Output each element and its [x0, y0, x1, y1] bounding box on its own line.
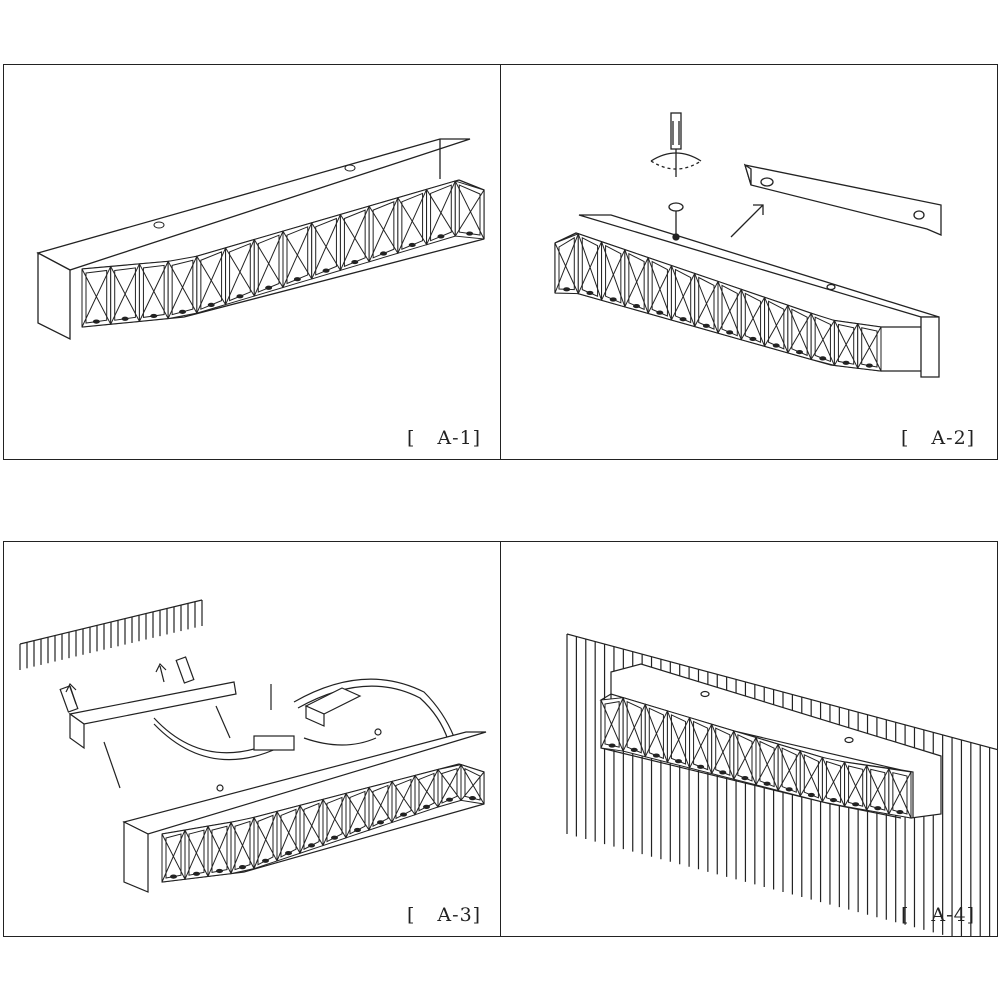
- arrow-icon: [730, 204, 764, 238]
- crystal-cell: [414, 768, 439, 816]
- crystal-cell: [866, 764, 890, 815]
- crystal-cell: [322, 792, 347, 847]
- fixture-drawing-a4: [566, 633, 997, 936]
- crystal-cell: [689, 716, 713, 775]
- arrow-icon: [65, 662, 167, 705]
- crystal-cell: [253, 810, 278, 870]
- crystal-cell: [833, 319, 859, 369]
- crystal-cell: [670, 264, 696, 328]
- crystal-cell: [764, 296, 789, 354]
- crystal-cell: [253, 230, 284, 297]
- crystal-cell: [644, 703, 668, 764]
- crystal-cell: [601, 241, 626, 308]
- mounting-hole: [672, 233, 680, 241]
- crystal-cell: [577, 233, 603, 301]
- crystal-cell: [138, 260, 169, 322]
- crystal-cell: [717, 280, 742, 341]
- crystal-cell: [225, 238, 255, 306]
- crystal-cell: [821, 756, 846, 807]
- crystal-cell: [733, 730, 757, 786]
- crystal-cell: [740, 288, 766, 347]
- crystal-cell: [844, 761, 868, 811]
- step-panel-a3: [A-3]: [3, 541, 503, 937]
- crystal-cell: [391, 774, 416, 824]
- crystal-cell: [368, 197, 399, 263]
- wall-anchor-icon: [59, 656, 195, 713]
- crystal-cells: [554, 233, 882, 372]
- terminal-block: [253, 735, 295, 751]
- ceiling-hatch: [19, 600, 203, 670]
- crystal-cell: [345, 786, 370, 839]
- step-label-a3: [A-3]: [407, 904, 482, 926]
- crystal-cell: [81, 265, 112, 328]
- crystal-cell: [600, 697, 624, 752]
- crystal-cell: [554, 233, 579, 295]
- fixture-drawing-a3: [19, 599, 487, 893]
- mounting-bracket: [68, 681, 237, 750]
- crystal-cell: [311, 213, 341, 280]
- crystal-cell: [437, 764, 462, 808]
- mounting-hole: [844, 736, 854, 744]
- crystal-cells: [81, 180, 485, 328]
- crystal-cell: [196, 247, 227, 314]
- crystal-cell: [161, 829, 186, 883]
- crystal-cell: [888, 768, 912, 819]
- crystal-cell: [787, 304, 812, 361]
- crystal-cell: [426, 180, 456, 246]
- crystal-cell: [622, 696, 646, 758]
- crystal-cell: [857, 323, 882, 372]
- screwdriver-icon: [650, 112, 702, 177]
- step-label-a2: [A-2]: [901, 427, 976, 449]
- crystal-cell: [110, 263, 140, 325]
- crystal-cell: [299, 798, 324, 854]
- mounting-bracket: [743, 163, 942, 236]
- crystal-cell: [777, 743, 801, 797]
- crystal-cell: [624, 248, 649, 315]
- crystal-cell: [397, 188, 428, 254]
- screw-icon: [668, 202, 684, 235]
- fixture-drawing-a1: [36, 138, 485, 341]
- mounting-hole: [700, 690, 710, 698]
- crystal-cell: [368, 780, 393, 831]
- crystal-cell: [184, 825, 209, 880]
- crystal-cells: [161, 763, 485, 883]
- mounting-hole: [344, 164, 356, 172]
- crystal-cell: [460, 763, 485, 805]
- crystal-cell: [282, 222, 313, 289]
- crystal-cell: [207, 821, 232, 877]
- crystal-cell: [755, 736, 779, 792]
- crystal-cell: [694, 272, 719, 334]
- step-panel-a1: [A-1]: [3, 64, 503, 460]
- step-panel-a2: [A-2]: [500, 64, 998, 460]
- screw-icon: [103, 684, 382, 792]
- mounting-hole: [826, 283, 836, 291]
- crystal-cell: [810, 312, 835, 367]
- crystal-cell: [666, 710, 691, 769]
- step-panel-a4: [A-4]: [500, 541, 998, 937]
- crystal-cell: [647, 256, 672, 321]
- crystal-cell: [276, 804, 301, 862]
- crystal-cell: [711, 723, 735, 780]
- step-label-a4: [A-4]: [901, 904, 976, 926]
- fixture-drawing-a2: [554, 112, 942, 378]
- crystal-cell: [799, 750, 823, 803]
- crystal-cell: [454, 180, 485, 240]
- crystal-cells: [600, 696, 912, 819]
- crystal-cell: [167, 255, 198, 320]
- mounting-hole: [153, 221, 165, 229]
- step-label-a1: [A-1]: [407, 427, 482, 449]
- crystal-cell: [230, 816, 255, 875]
- crystal-cell: [339, 205, 370, 272]
